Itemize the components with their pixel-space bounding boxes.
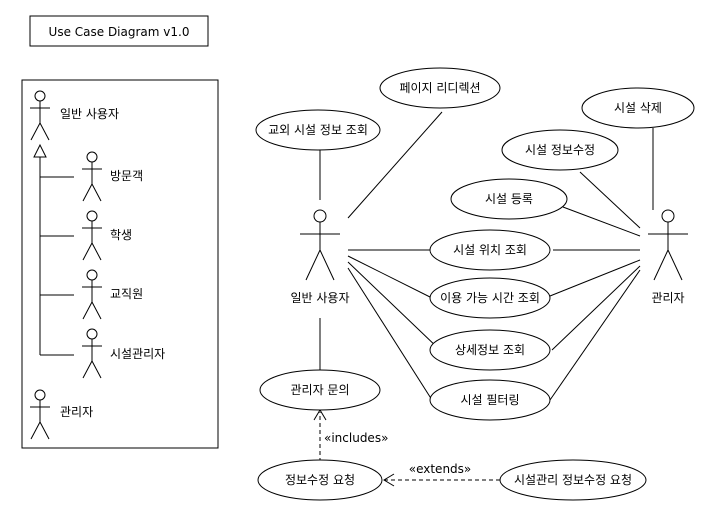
includes-stereotype: «includes» bbox=[324, 431, 388, 445]
legend-actor-visitor bbox=[82, 151, 102, 202]
actor-label-general-user: 일반 사용자 bbox=[290, 291, 349, 305]
usecase-facility-delete bbox=[581, 87, 695, 129]
usecase-label-facility-delete: 시설 삭제 bbox=[614, 101, 662, 115]
usecase-label-location-lookup: 시설 위치 조회 bbox=[453, 243, 527, 257]
usecase-label-facility-edit: 시설 정보수정 bbox=[525, 143, 595, 157]
usecase-detail-lookup bbox=[429, 329, 551, 371]
actor-admin bbox=[648, 209, 688, 281]
diagram-title: Use Case Diagram v1.0 bbox=[49, 25, 190, 39]
legend-actor-student bbox=[82, 210, 102, 261]
usecase-offcampus-lookup bbox=[255, 109, 381, 151]
legend-label-visitor: 방문객 bbox=[110, 169, 143, 183]
usecase-facility-edit bbox=[501, 129, 619, 171]
actor-general-user bbox=[300, 209, 340, 281]
legend-label-facility-manager: 시설관리자 bbox=[110, 347, 165, 361]
usecase-label-hours-lookup: 이용 가능 시간 조회 bbox=[440, 291, 540, 305]
usecase-edit-request bbox=[257, 459, 383, 501]
usecase-facility-register bbox=[450, 178, 568, 220]
usecase-admin-inquiry bbox=[259, 369, 381, 411]
associations-general-user bbox=[319, 111, 443, 401]
legend-actor-faculty bbox=[82, 269, 102, 320]
legend-actor-admin bbox=[30, 389, 50, 440]
usecase-label-edit-request: 정보수정 요청 bbox=[285, 473, 355, 487]
legend-actor-facility-manager bbox=[82, 328, 102, 379]
actor-label-admin: 관리자 bbox=[651, 291, 684, 305]
usecase-hours-lookup bbox=[429, 277, 551, 319]
usecase-label-facility-register: 시설 등록 bbox=[485, 192, 533, 206]
extends-relation bbox=[383, 473, 500, 487]
usecase-label-page-redirect: 페이지 리디렉션 bbox=[399, 81, 480, 95]
associations-admin bbox=[544, 128, 654, 401]
legend-label-admin: 관리자 bbox=[60, 405, 93, 419]
usecase-location-lookup bbox=[429, 229, 551, 271]
usecase-label-detail-lookup: 상세정보 조회 bbox=[455, 343, 525, 357]
usecase-label-admin-inquiry: 관리자 문의 bbox=[290, 383, 349, 397]
legend-actor-general-user bbox=[30, 90, 50, 141]
actor-legend-box bbox=[21, 79, 219, 449]
title-box bbox=[29, 15, 209, 47]
usecase-label-manager-edit-request: 시설관리 정보수정 요청 bbox=[514, 473, 632, 487]
usecase-facility-filter bbox=[429, 379, 551, 421]
usecase-label-offcampus-lookup: 교외 시설 정보 조회 bbox=[268, 123, 368, 137]
legend-label-student: 학생 bbox=[110, 228, 132, 242]
extends-stereotype: «extends» bbox=[409, 462, 472, 476]
usecase-page-redirect bbox=[379, 67, 501, 109]
legend-label-faculty: 교직원 bbox=[110, 287, 143, 301]
legend-label-general-user: 일반 사용자 bbox=[60, 107, 119, 121]
generalization-tree bbox=[33, 143, 74, 356]
usecase-manager-edit-request bbox=[499, 459, 647, 501]
usecase-label-facility-filter: 시설 필터링 bbox=[460, 393, 519, 407]
